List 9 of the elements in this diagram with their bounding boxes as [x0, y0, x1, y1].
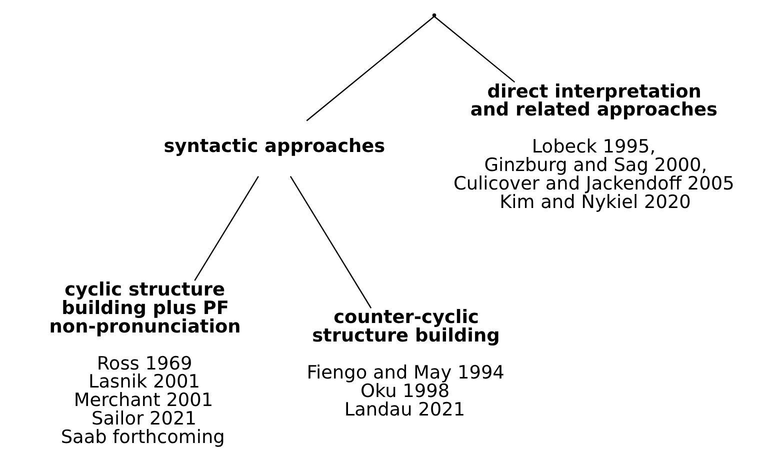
node-text: direct interpretation and related approaches Lobeck 1995, Ginzburg and Sag 2000, Culicover and Jackendoff 2005 Kim and Nykiel 2020 [453, 81, 734, 213]
connector [194, 176, 259, 281]
connector [306, 16, 435, 122]
node-text: cyclic structure building plus PF non-pronunciation Ross 1969 Lasnik 2001 Merchant 2001 Sailor 2021 Saab forthcoming [49, 280, 241, 448]
connector [434, 16, 516, 83]
node-point [432, 13, 436, 18]
connector [290, 176, 372, 308]
node-text: counter-cyclic structure building Fiengo and May 1994 Oku 1998 Landau 2021 [306, 307, 504, 420]
node-text: syntactic approaches [164, 136, 386, 157]
